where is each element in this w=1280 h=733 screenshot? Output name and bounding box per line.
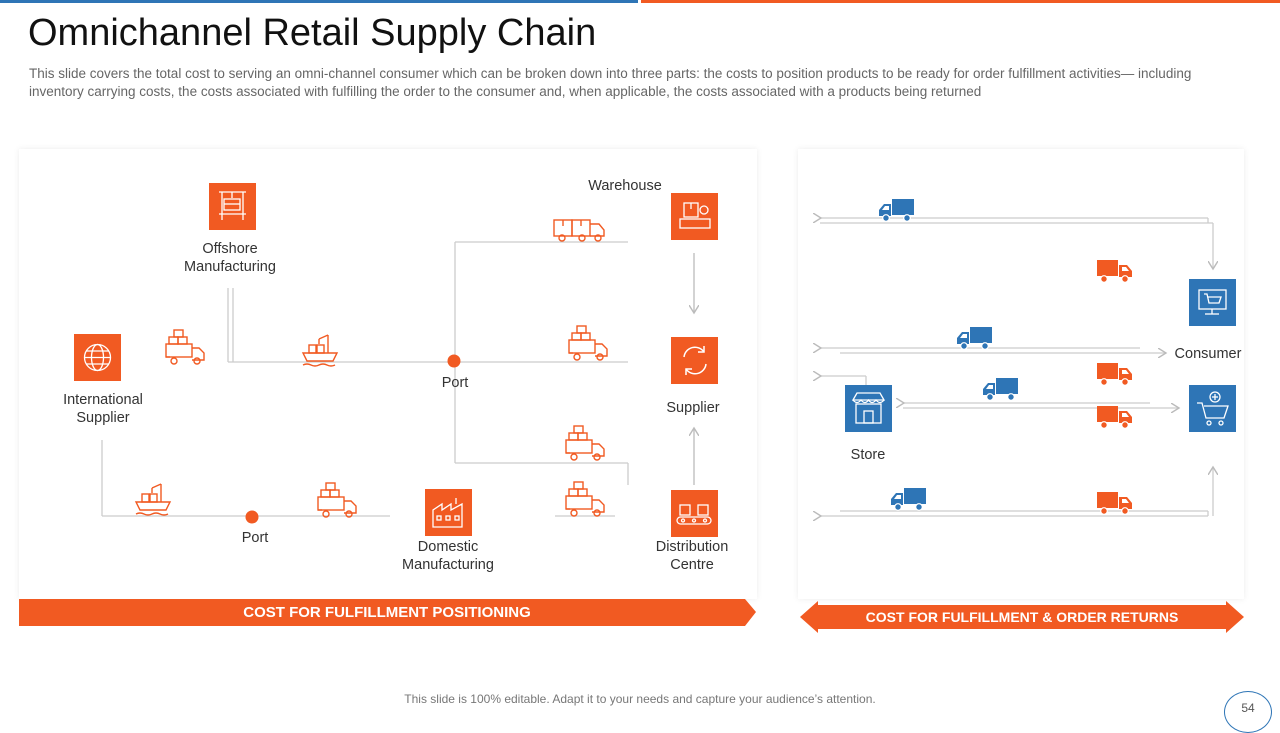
crane-container-icon [209, 183, 256, 230]
port-bottom-label: Port [241, 530, 269, 546]
top-accent-bar-orange [641, 0, 1280, 3]
shopping-cart-icon [1189, 385, 1236, 432]
delivery-truck-icon [565, 425, 605, 461]
left-connector-lines [101, 241, 629, 517]
delivery-truck-icon [317, 482, 357, 518]
distribution-centre-label: Distribution Centre [632, 538, 752, 574]
fulfillment-positioning-banner-label: COST FOR FULFILLMENT POSITIONING [243, 604, 531, 621]
fulfillment-returns-banner-label: COST FOR FULFILLMENT & ORDER RETURNS [865, 609, 1179, 625]
store-label: Store [850, 447, 886, 463]
warehouse-label: Warehouse [588, 178, 662, 194]
orange-truck-icon [1096, 259, 1133, 283]
international-label-line1: International [63, 392, 143, 408]
consumer-label: Consumer [1174, 346, 1242, 362]
fulfillment-returns-banner [800, 601, 1244, 633]
slide-footer-note: This slide is 100% editable. Adapt it to… [404, 692, 876, 706]
fulfillment-positioning-banner [19, 599, 756, 626]
distribution-label-line1: Distribution [655, 539, 729, 555]
offshore-label-line2: Manufacturing [184, 259, 276, 275]
package-scale-icon [671, 193, 718, 240]
blue-truck-icon [890, 487, 927, 511]
delivery-truck-icon [565, 481, 605, 517]
domestic-label-line1: Domestic [417, 539, 479, 555]
cargo-ship-icon [135, 483, 171, 516]
storefront-icon [845, 385, 892, 432]
globe-icon [74, 334, 121, 381]
domestic-label-line2: Manufacturing [402, 557, 494, 573]
delivery-truck-icon [568, 325, 608, 361]
monitor-cart-icon [1189, 279, 1236, 326]
freight-truck-icon [553, 219, 605, 242]
distribution-label-line2: Centre [670, 557, 714, 573]
offshore-manufacturing-label: Offshore Manufacturing [170, 240, 290, 276]
orange-truck-icon [1096, 362, 1133, 386]
refresh-cycle-icon [671, 337, 718, 384]
international-label-line2: Supplier [76, 410, 130, 426]
delivery-truck-icon [165, 329, 205, 365]
slide-title: Omnichannel Retail Supply Chain [28, 12, 597, 54]
fulfillment-positioning-panel [19, 149, 757, 599]
cargo-ship-icon [302, 334, 338, 367]
domestic-manufacturing-label: Domestic Manufacturing [388, 538, 508, 574]
page-number: 54 [1224, 691, 1272, 733]
right-connector-lines [820, 218, 1213, 516]
offshore-label-line1: Offshore [202, 241, 258, 257]
international-supplier-label: International Supplier [43, 391, 163, 427]
top-accent-bar-blue [0, 0, 638, 3]
blue-truck-icon [956, 326, 993, 350]
fulfillment-returns-panel [798, 149, 1244, 599]
supplier-label: Supplier [666, 400, 720, 416]
port-top-dot [447, 354, 461, 368]
factory-icon [425, 489, 472, 536]
port-top-label: Port [441, 375, 469, 391]
conveyor-boxes-icon [671, 490, 718, 537]
orange-truck-icon [1096, 405, 1133, 429]
port-bottom-dot [245, 510, 259, 524]
blue-truck-icon [982, 377, 1019, 401]
slide-subtitle: This slide covers the total cost to serv… [29, 66, 1192, 99]
